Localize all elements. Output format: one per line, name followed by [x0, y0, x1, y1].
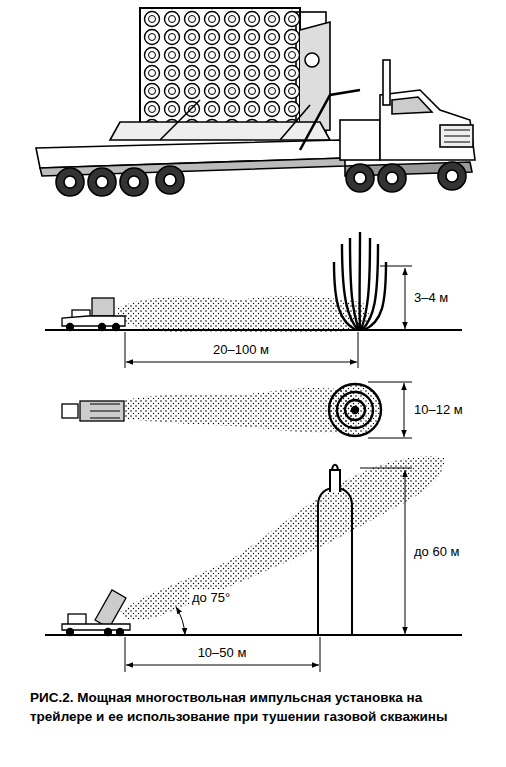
- dimension-label: 10–12 м: [412, 402, 465, 418]
- target-circles: [329, 384, 381, 436]
- dimension-label: до 75°: [190, 590, 232, 606]
- dimension-label: до 60 м: [412, 544, 461, 560]
- dimension-label: 3–4 м: [412, 290, 450, 306]
- gas-well-flame: [334, 232, 386, 330]
- dimension-label: 20–100 м: [211, 342, 271, 358]
- dimension-label: 10–50 м: [196, 645, 249, 661]
- figure-caption: РИС.2. Мощная многоствольная импульсная …: [30, 688, 482, 726]
- small-truck: [62, 298, 125, 331]
- top-view-scheme: [62, 382, 412, 438]
- small-truck-top: [62, 401, 124, 421]
- inclined-scheme: [45, 456, 462, 672]
- small-truck-launch: [62, 590, 130, 636]
- side-view-scheme: [45, 232, 462, 368]
- truck-illustration: [36, 8, 475, 196]
- well-column: [318, 465, 352, 635]
